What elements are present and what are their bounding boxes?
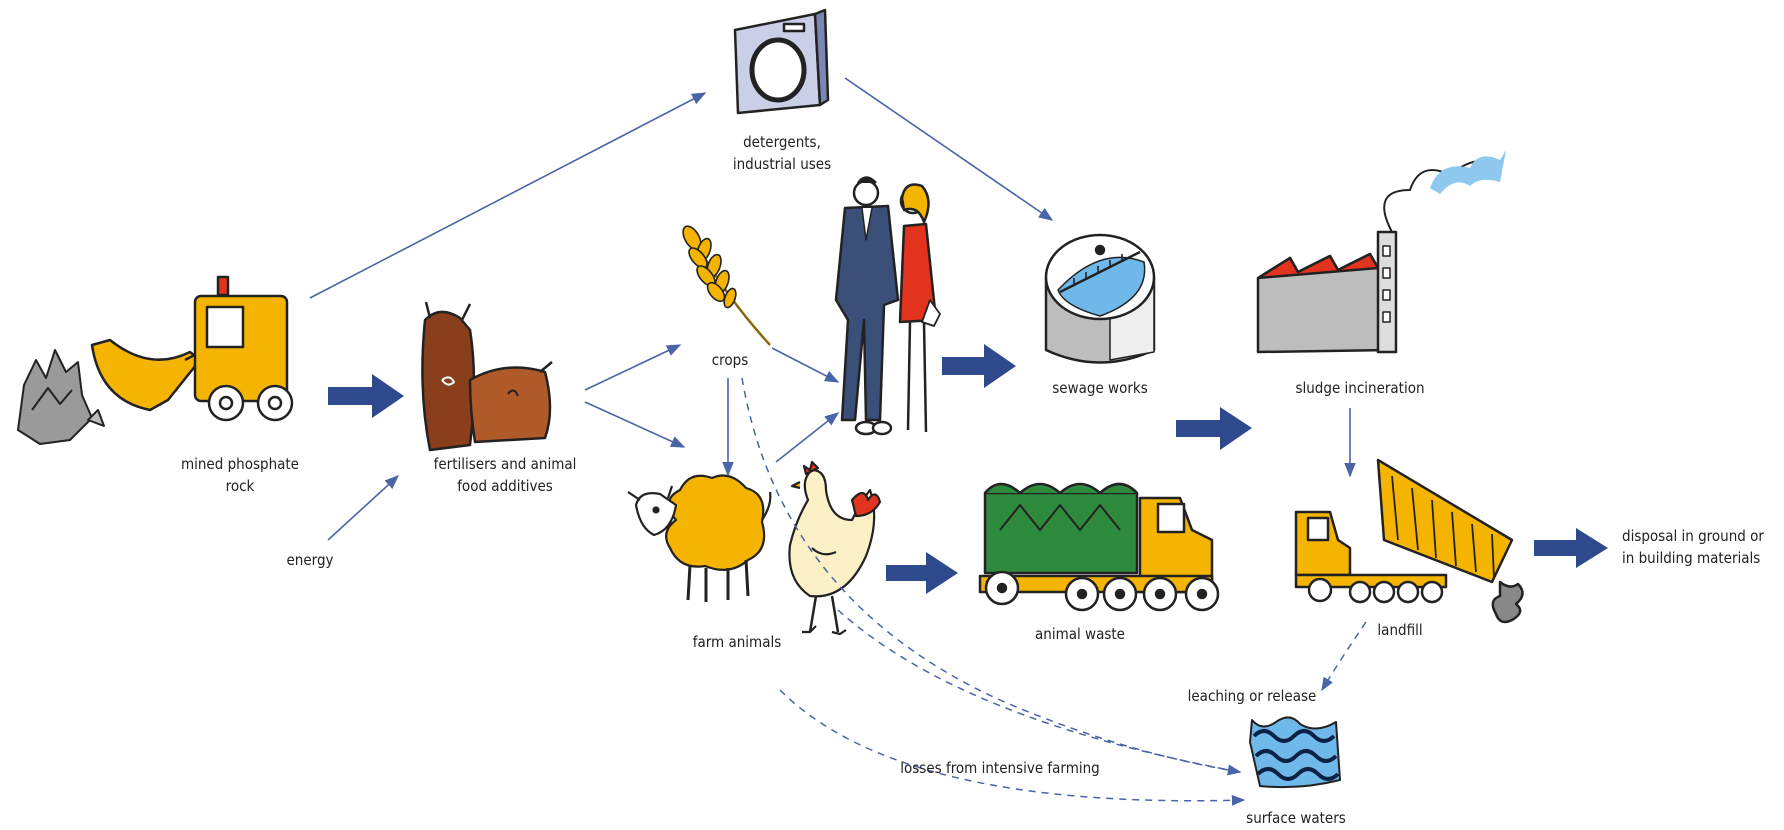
label-sewage-works: sewage works bbox=[1052, 379, 1148, 397]
label-disposal-line1: disposal in ground or bbox=[1622, 527, 1764, 545]
arrow-animals-to-people bbox=[775, 412, 840, 463]
label-mined-phosphate-rock: mined phosphate rock bbox=[160, 454, 320, 498]
label-sludge-incineration: sludge incineration bbox=[1295, 379, 1425, 397]
flow-arrows-thin bbox=[309, 77, 1356, 541]
dump-truck-icon bbox=[1294, 458, 1524, 624]
label-detergents-line1: detergents, bbox=[743, 133, 821, 151]
arrow-people-to-sewage bbox=[942, 344, 1016, 388]
rock-pile-icon bbox=[17, 349, 105, 445]
sewage-tank-icon bbox=[1044, 233, 1156, 364]
label-energy: energy bbox=[286, 551, 334, 569]
arrow-animals-to-waste bbox=[886, 552, 958, 594]
label-leaching: leaching or release bbox=[1187, 687, 1317, 705]
fertiliser-sacks-icon bbox=[421, 301, 553, 452]
label-losses: losses from intensive farming bbox=[900, 759, 1100, 777]
loader-truck-icon bbox=[90, 275, 294, 422]
label-mined-phosphate-rock-line1: mined phosphate bbox=[180, 455, 299, 473]
arrow-sewage-to-sludge bbox=[1176, 407, 1252, 450]
label-mined-phosphate-rock-line2: rock bbox=[225, 476, 255, 495]
flow-arrows-dashed bbox=[741, 377, 1367, 806]
label-disposal-line2: in building materials bbox=[1622, 548, 1761, 567]
dashed-landfill-to-water bbox=[1321, 621, 1367, 692]
arrow-landfill-to-disposal bbox=[1534, 528, 1608, 568]
dashed-crops-to-water bbox=[741, 377, 1242, 776]
arrow-loader-to-fertilisers bbox=[328, 374, 404, 418]
wheat-crop-icon bbox=[682, 225, 771, 346]
waste-truck-icon bbox=[978, 482, 1220, 612]
label-animal-waste: animal waste bbox=[1035, 625, 1125, 643]
arrow-detergents-to-sewage bbox=[844, 77, 1054, 221]
arrow-crops-to-people bbox=[771, 347, 840, 383]
label-disposal: disposal in ground or in building materi… bbox=[1622, 526, 1782, 570]
arrow-rock-to-detergents bbox=[309, 92, 707, 299]
label-surface-waters: surface waters bbox=[1246, 809, 1346, 827]
label-landfill: landfill bbox=[1377, 621, 1423, 639]
label-fertilisers: fertilisers and animal food additives bbox=[405, 454, 605, 498]
chicken-icon bbox=[788, 460, 882, 636]
washing-machine-icon bbox=[733, 8, 830, 115]
dashed-animals-to-water bbox=[779, 689, 1246, 806]
incinerator-factory-icon bbox=[1256, 150, 1506, 354]
dashed-chicken-to-water bbox=[837, 609, 1242, 776]
flow-arrows-thick bbox=[328, 344, 1608, 594]
people-consumers-icon bbox=[834, 176, 941, 436]
arrow-fertilisers-to-crops bbox=[584, 344, 682, 391]
surface-waters-icon bbox=[1249, 716, 1341, 789]
arrow-energy-to-fertilisers bbox=[327, 475, 400, 541]
label-fertilisers-line2: food additives bbox=[457, 476, 553, 495]
sheep-icon bbox=[627, 474, 772, 602]
arrow-fertilisers-to-animals bbox=[584, 401, 686, 448]
label-detergents-line2: industrial uses bbox=[732, 154, 832, 173]
label-crops: crops bbox=[711, 351, 749, 369]
label-farm-animals: farm animals bbox=[692, 633, 782, 651]
label-detergents: detergents, industrial uses bbox=[712, 132, 852, 176]
label-fertilisers-line1: fertilisers and animal bbox=[433, 455, 577, 473]
